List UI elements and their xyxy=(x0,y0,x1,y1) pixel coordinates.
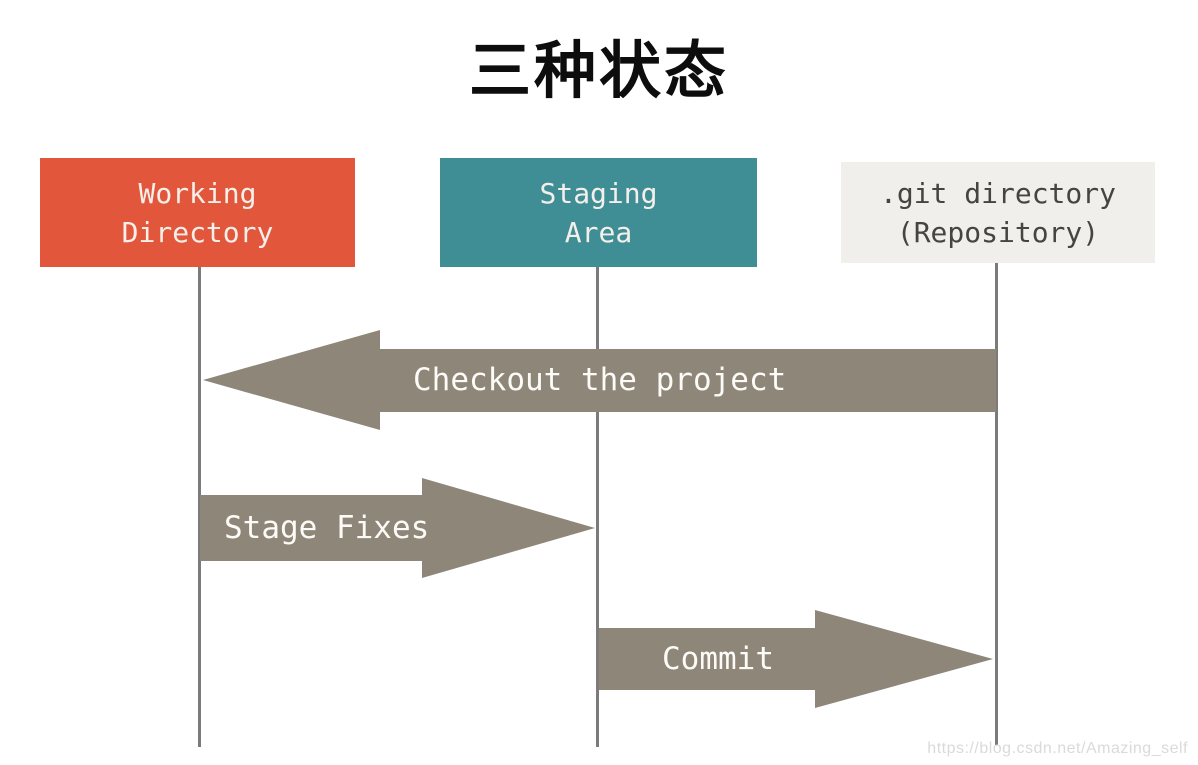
staging-area-box: Staging Area xyxy=(440,158,757,267)
page-title: 三种状态 xyxy=(468,34,729,107)
working-directory-label-line2: Directory xyxy=(121,215,274,249)
working-directory-box: Working Directory xyxy=(40,158,355,267)
git-directory-label-line2: (Repository) xyxy=(896,215,1100,249)
checkout-arrow-head-icon xyxy=(203,330,380,430)
checkout-arrow-shaft xyxy=(380,349,996,412)
git-directory-lifeline xyxy=(995,263,998,745)
working-directory-label-line1: Working xyxy=(138,176,257,210)
working-directory-lifeline xyxy=(198,267,201,747)
watermark: https://blog.csdn.net/Amazing_self xyxy=(927,740,1188,757)
stage-fixes-arrow-head-icon xyxy=(422,478,595,578)
git-directory-label-line1: .git directory xyxy=(879,176,1116,210)
staging-area-label-line2: Area xyxy=(564,215,633,249)
commit-arrow-label: Commit xyxy=(662,641,774,677)
stage-fixes-arrow-shaft xyxy=(200,495,422,561)
git-directory-box: .git directory (Repository) xyxy=(841,162,1155,263)
stage-fixes-arrow-label: Stage Fixes xyxy=(224,510,430,546)
staging-area-label-line1: Staging xyxy=(539,176,658,210)
staging-area-lifeline xyxy=(596,267,599,747)
commit-arrow-head-icon xyxy=(815,610,993,708)
checkout-arrow-label: Checkout the project xyxy=(413,362,787,398)
commit-arrow-shaft xyxy=(599,628,815,690)
